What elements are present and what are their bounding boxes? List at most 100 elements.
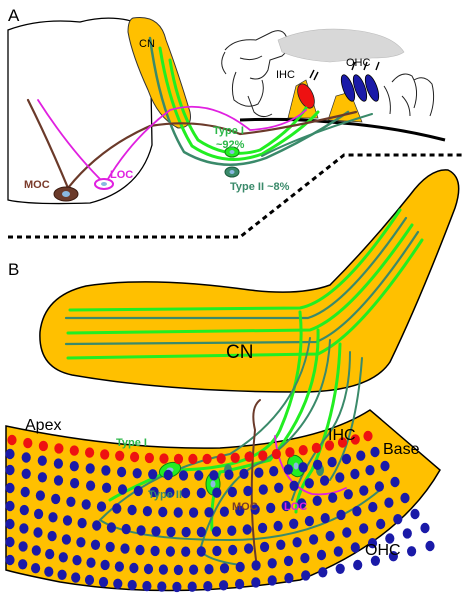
outer-hair-cell <box>258 484 268 495</box>
outer-hair-cell <box>335 472 345 483</box>
outer-hair-cell <box>284 572 294 584</box>
outer-hair-cell <box>258 522 268 534</box>
moc-fiber-a <box>26 98 358 190</box>
outer-hair-cell <box>178 470 189 481</box>
outer-hair-cell <box>304 478 314 489</box>
moc-label-a: MOC <box>24 179 50 191</box>
inner-hair-cell <box>311 442 321 454</box>
inner-hair-cell <box>298 445 308 456</box>
outer-hair-cell <box>292 537 302 548</box>
outer-hair-cell <box>274 482 284 493</box>
outer-hair-cell <box>142 506 152 517</box>
outer-hair-cell <box>31 545 41 556</box>
outer-hair-cell <box>19 504 29 516</box>
outer-hair-cell <box>81 499 91 510</box>
outer-hair-cell <box>151 526 161 537</box>
outer-hair-cell <box>37 472 48 483</box>
moc-nucleus-a <box>62 191 70 197</box>
outer-hair-cell <box>150 545 160 557</box>
ohc-label-b: OHC <box>365 542 401 559</box>
inner-hair-cell-a <box>297 69 319 109</box>
outer-hair-cell <box>281 500 291 512</box>
outer-hair-cell <box>132 468 142 479</box>
outer-hair-cell <box>251 577 261 588</box>
outer-hair-cell <box>105 541 115 553</box>
outer-hair-cell <box>196 487 206 499</box>
outer-hair-cell <box>62 515 73 526</box>
outer-hair-cell <box>18 559 28 570</box>
outer-hair-cell <box>148 469 158 480</box>
outer-hair-cell <box>196 546 206 557</box>
outer-hair-cell <box>367 538 378 549</box>
outer-hair-cell <box>33 527 43 538</box>
inner-hair-cell <box>363 430 373 442</box>
outer-hair-cell <box>400 492 410 504</box>
outer-hair-cell <box>117 484 128 495</box>
fibers-b <box>64 208 424 566</box>
outer-hair-cell <box>304 515 314 527</box>
inner-hair-cell <box>85 447 95 458</box>
moc-label-b: MOC <box>232 501 258 513</box>
outer-hair-cell <box>86 557 96 568</box>
outer-hair-cell <box>227 486 237 498</box>
outer-hair-cell <box>35 490 46 501</box>
outer-hair-cell <box>385 533 395 544</box>
cn-label-a: CN <box>139 38 155 50</box>
outer-hair-cell <box>402 528 412 539</box>
inner-hair-cell <box>159 453 169 464</box>
outer-hair-cell <box>267 558 277 569</box>
outer-hair-cell <box>289 480 299 491</box>
outer-hair-cell <box>283 464 293 475</box>
outer-hair-cell <box>86 480 96 491</box>
outer-hair-cell <box>5 482 15 494</box>
outer-hair-cell <box>194 470 204 481</box>
inner-hair-cell <box>115 450 125 461</box>
outer-hair-cell <box>142 580 152 592</box>
panel-a-letter: A <box>8 6 20 25</box>
outer-hair-cell <box>166 526 176 538</box>
outer-hair-cell <box>313 459 323 470</box>
outer-hair-cell <box>267 575 277 586</box>
cochlear-nucleus-a <box>127 16 191 129</box>
outer-hair-cell <box>300 552 310 564</box>
outer-hair-cell <box>269 466 279 477</box>
outer-hair-cell <box>273 520 283 532</box>
outer-hair-cell <box>370 555 380 566</box>
panel-b: B CN Apex Base IHC OHC Type I Type II MO… <box>5 169 460 593</box>
outer-hair-cell <box>239 468 249 479</box>
outer-hair-cell <box>250 504 260 515</box>
outer-hair-cell <box>235 505 245 516</box>
outer-hair-cell <box>228 544 238 556</box>
outer-hair-cell <box>224 469 234 480</box>
outer-hair-cell <box>5 464 15 476</box>
outer-hair-cell <box>92 520 102 531</box>
outer-hair-cell <box>343 489 353 500</box>
outer-hair-cell <box>5 554 15 566</box>
fibers-a <box>26 36 373 190</box>
outer-hair-cell <box>181 546 191 557</box>
outer-hair-cell <box>5 448 15 460</box>
inner-hair-cell <box>244 451 254 462</box>
outer-hair-cell <box>173 507 183 518</box>
outer-hair-cell <box>21 468 31 479</box>
inner-hair-cell <box>230 452 240 463</box>
apex-label: Apex <box>25 417 61 434</box>
outer-hair-cell <box>85 463 95 474</box>
outer-hair-cell <box>136 525 146 536</box>
outer-hair-cell <box>289 518 299 529</box>
outer-hair-cell <box>189 564 199 575</box>
loc-label-b: LOC <box>284 501 307 513</box>
outer-hair-cell <box>5 536 15 548</box>
outer-hair-cell <box>30 563 41 574</box>
outer-hair-cell <box>297 498 307 509</box>
outer-hair-cell <box>266 502 276 514</box>
outer-hair-cell <box>350 542 360 553</box>
outer-hair-cell <box>219 563 230 574</box>
outer-hair-cell <box>37 455 47 466</box>
outer-hair-cell <box>327 456 337 468</box>
outer-hair-cell <box>143 563 154 575</box>
outer-hair-cell <box>149 486 159 498</box>
outer-hair-cell <box>243 485 253 497</box>
outer-hair-cell <box>365 465 375 476</box>
